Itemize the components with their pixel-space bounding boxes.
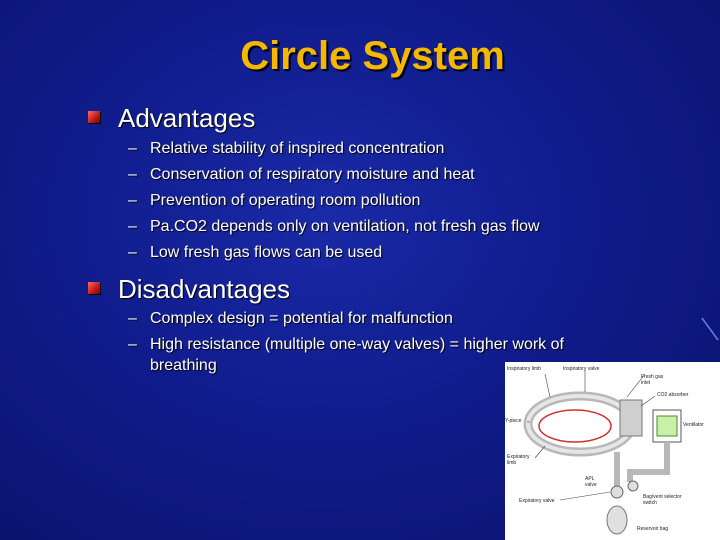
label-apl-valve: APL valve (585, 476, 597, 488)
label-expiratory-valve: Expiratory valve (519, 498, 555, 504)
dash-icon: – (128, 140, 137, 157)
dash-icon: – (128, 218, 137, 235)
circle-system-diagram: Inspiratory limb Inspiratory valve Fresh… (505, 362, 720, 540)
label-reservoir-bag: Reservoir bag (637, 526, 669, 532)
disadvantages-heading: Disadvantages (118, 274, 290, 304)
label-inspiratory-valve: Inspiratory valve (563, 366, 600, 372)
dash-icon: – (128, 166, 137, 183)
slide-title: Circle System (240, 34, 505, 78)
dash-icon: – (128, 336, 137, 353)
bullet-square-icon (88, 111, 100, 123)
dash-icon: – (128, 244, 137, 261)
label-co2-absorber: CO2 absorber (657, 392, 689, 398)
dash-icon: – (128, 310, 137, 327)
label-expiratory-limb: Expiratory limb (507, 454, 530, 466)
label-bag-vent-switch: Bag/vent selector switch (643, 494, 682, 506)
label-ventilator: Ventilator (683, 422, 704, 428)
advantages-heading: Advantages (118, 103, 256, 133)
decorative-line (701, 318, 719, 341)
bullet-square-icon (88, 282, 100, 294)
label-y-piece: Y-piece (505, 418, 522, 424)
dash-icon: – (128, 192, 137, 209)
label-inspiratory-limb: Inspiratory limb (507, 366, 541, 372)
label-fresh-gas-inlet: Fresh gas inlet (641, 374, 664, 386)
